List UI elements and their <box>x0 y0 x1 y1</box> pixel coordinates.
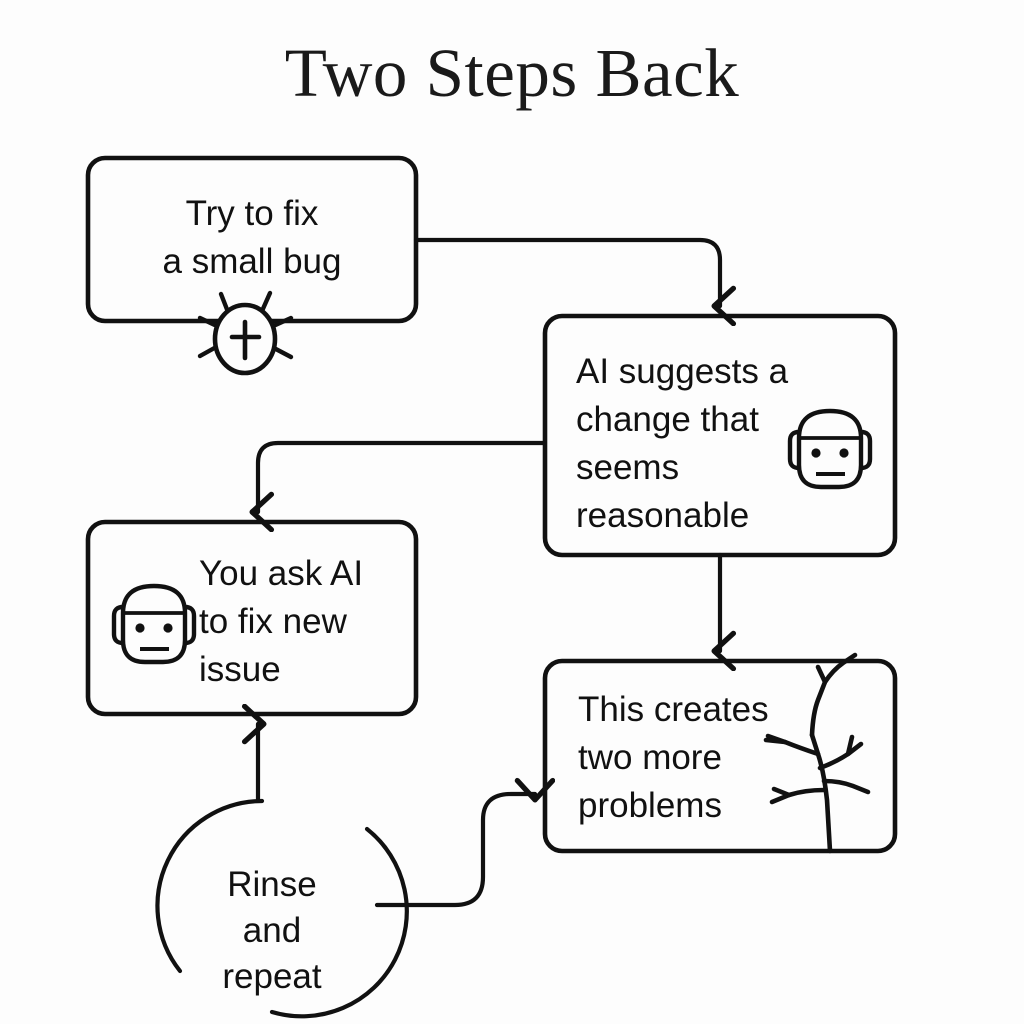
loop-label-rinse-repeat: Rinse and repeat <box>222 865 322 996</box>
box-you-ask-ai[interactable] <box>85 519 419 717</box>
bug-icon <box>197 290 294 376</box>
tree-icon <box>763 652 871 854</box>
robot-head-icon <box>111 583 197 665</box>
box-ai-suggests[interactable] <box>542 313 898 558</box>
connector-bug-to-ai <box>413 237 720 306</box>
page-title: Two Steps Back <box>284 35 740 111</box>
connector-ai-to-you <box>258 440 548 512</box>
robot-head-icon <box>787 408 873 490</box>
node-boxes <box>85 155 898 854</box>
box-more-problems[interactable] <box>542 658 898 854</box>
connector-problems-to-loop <box>374 794 535 908</box>
rinse-repeat-circle <box>155 798 409 1019</box>
box-try-fix-bug[interactable] <box>85 155 419 324</box>
